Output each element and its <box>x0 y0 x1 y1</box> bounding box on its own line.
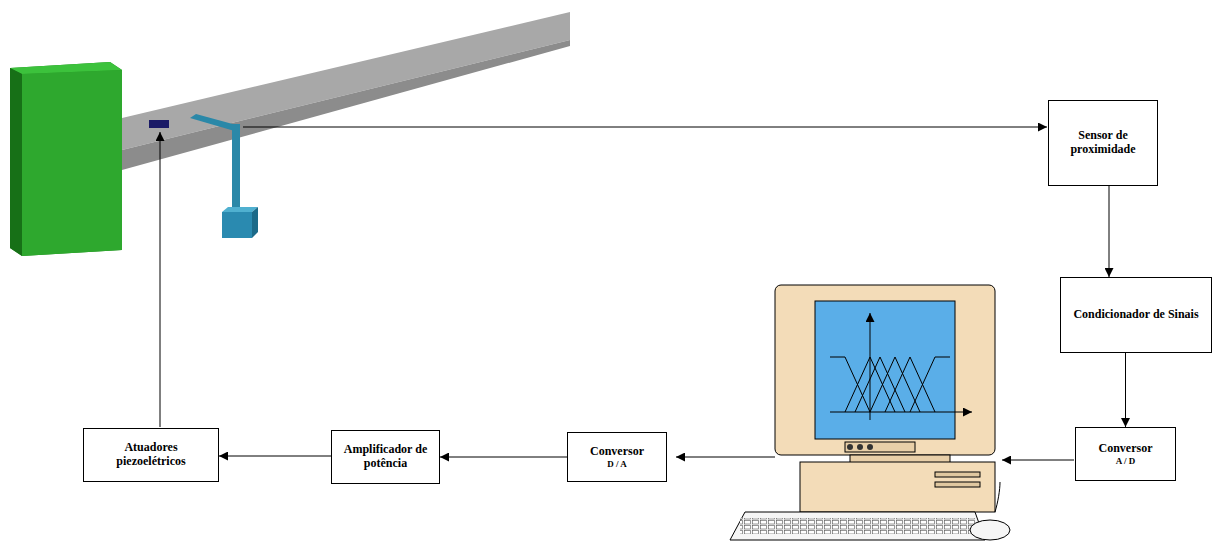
sensor-box: Sensor de proximidade <box>1048 100 1158 186</box>
node-text: D / A <box>607 459 627 469</box>
node-text: Amplificador de potência <box>338 443 433 471</box>
actuator-signal-line <box>160 132 161 427</box>
fuzzy-membership-plot <box>830 313 972 420</box>
node-text: Atuadores piezoelétricos <box>90 441 212 469</box>
dac-box: ConversorD / A <box>567 432 667 482</box>
amplifier-box: Amplificador de potência <box>331 430 440 484</box>
node-text: A / D <box>1116 456 1136 466</box>
computer <box>730 285 1010 540</box>
node-text: Conversor <box>590 445 644 459</box>
proximity-sensor-arm <box>190 114 258 238</box>
node-text: Conversor <box>1099 442 1153 456</box>
signal-arrow <box>440 457 567 458</box>
actuator-box: Atuadores piezoelétricos <box>83 428 219 482</box>
node-text: Sensor de proximidade <box>1055 129 1151 157</box>
signal-arrow <box>1109 186 1110 277</box>
adc-to-computer-line <box>1002 460 1074 461</box>
adc-box: ConversorA / D <box>1075 427 1176 481</box>
signal-arrow <box>1125 353 1126 427</box>
conditioner-box: Condicionador de Sinais <box>1060 277 1212 353</box>
computer-to-dac-line <box>676 457 775 458</box>
sensor-signal-line <box>243 127 1047 128</box>
cantilever-beam <box>122 12 570 170</box>
piezo-patch <box>149 120 169 128</box>
signal-arrow <box>219 456 331 457</box>
clamp-block <box>10 62 122 256</box>
node-text: Condicionador de Sinais <box>1073 308 1198 322</box>
